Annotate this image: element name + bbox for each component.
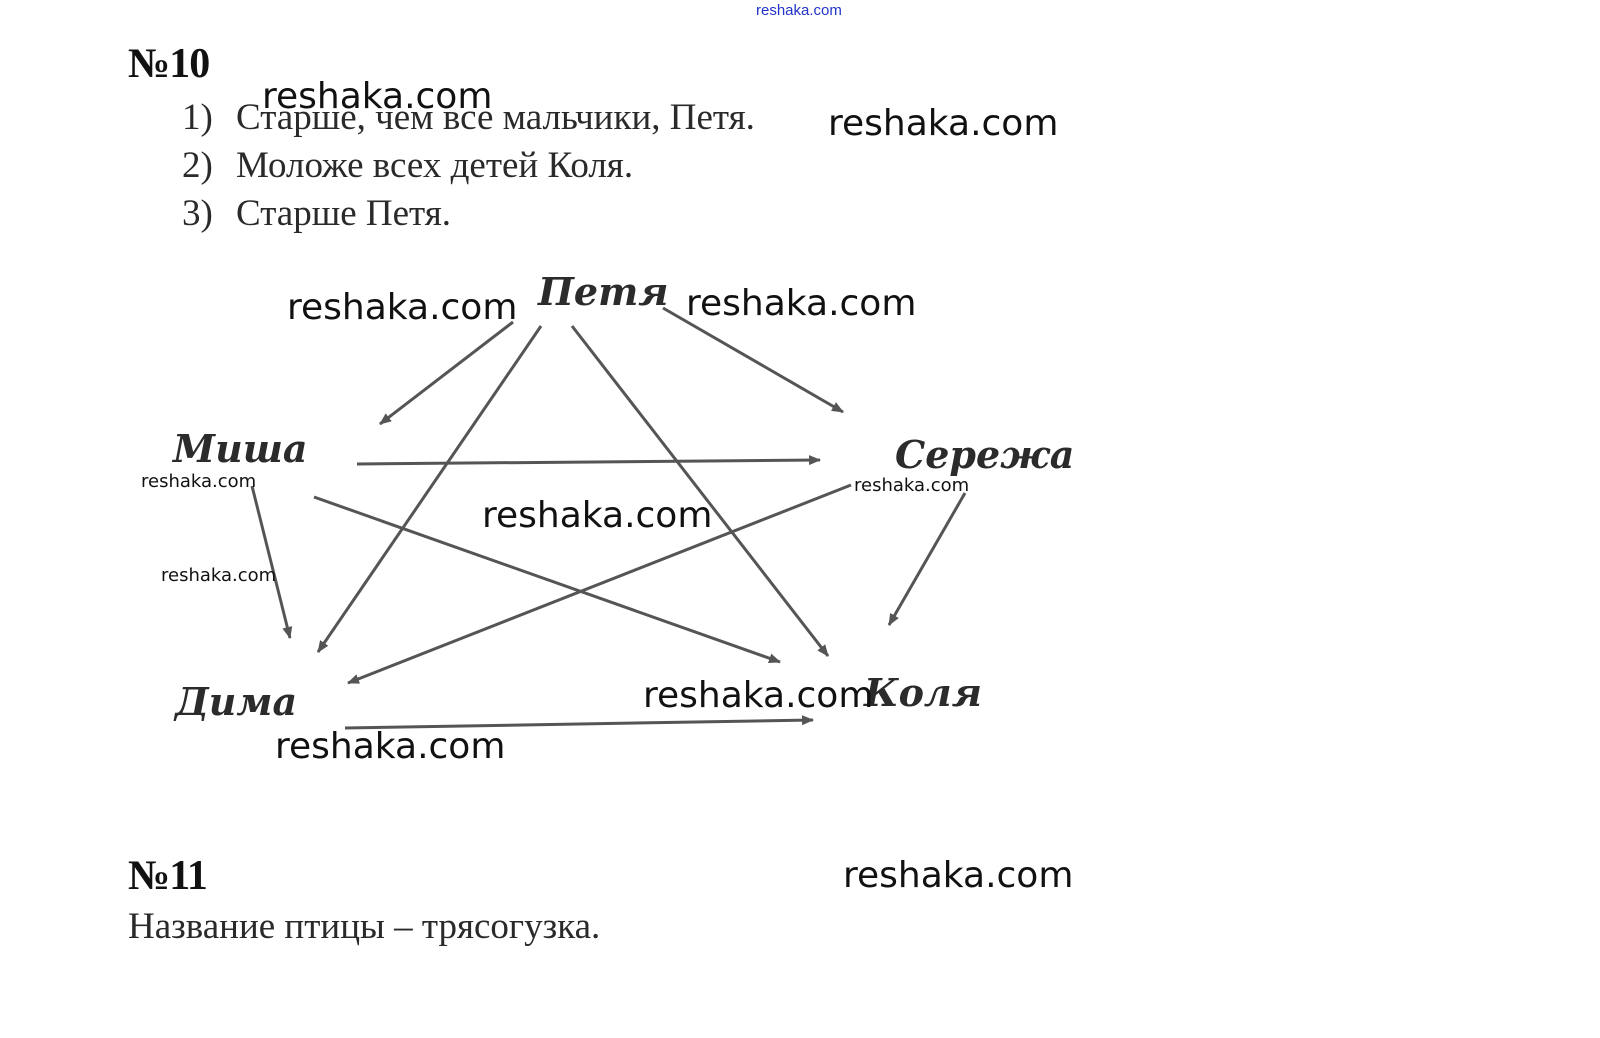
watermark: reshaka.com — [161, 565, 277, 586]
arrow-misha-seryozha — [356, 455, 821, 466]
node-kolya: Коля — [863, 670, 982, 715]
task-11-answer: Название птицы – трясогузка. — [128, 906, 601, 947]
watermark: reshaka.com — [262, 76, 493, 117]
arrow-seryozha-kolya — [887, 492, 967, 626]
list-item-text: Моложе всех детей Коля. — [236, 145, 634, 186]
watermark: reshaka.com — [482, 495, 713, 536]
list-item-number: 2) — [182, 145, 213, 186]
watermark: reshaka.com — [643, 675, 874, 716]
arrow-petya-seryozha — [662, 306, 844, 414]
watermark: reshaka.com — [828, 103, 1059, 144]
task-11-title: №11 — [128, 853, 208, 899]
list-item-text: Старше Петя. — [236, 193, 451, 234]
arrow-petya-misha — [379, 320, 514, 426]
arrow-misha-dima — [250, 485, 293, 639]
node-seryozha: Сережа — [895, 432, 1074, 477]
watermark: reshaka.com — [686, 283, 917, 324]
watermark: reshaka.com — [843, 855, 1074, 896]
arrow-misha-kolya — [313, 495, 781, 664]
arrow-petya-dima — [316, 325, 543, 653]
watermark: reshaka.com — [275, 726, 506, 767]
arrow-dima-kolya — [344, 715, 814, 730]
site-link[interactable]: reshaka.com — [756, 2, 842, 19]
node-petya: Петя — [537, 269, 669, 314]
list-item-text: Старше, чем все мальчики, Петя. — [236, 97, 755, 138]
list-item-number: 3) — [182, 193, 213, 234]
node-dima: Дима — [173, 679, 297, 724]
watermark: reshaka.com — [287, 287, 518, 328]
watermark: reshaka.com — [854, 475, 970, 496]
arrow-petya-kolya — [570, 325, 830, 657]
arrow-seryozha-dima — [347, 483, 852, 685]
task-10-title: №10 — [128, 41, 210, 87]
watermark: reshaka.com — [141, 471, 257, 492]
node-misha: Миша — [171, 426, 308, 471]
list-item-number: 1) — [182, 97, 213, 138]
